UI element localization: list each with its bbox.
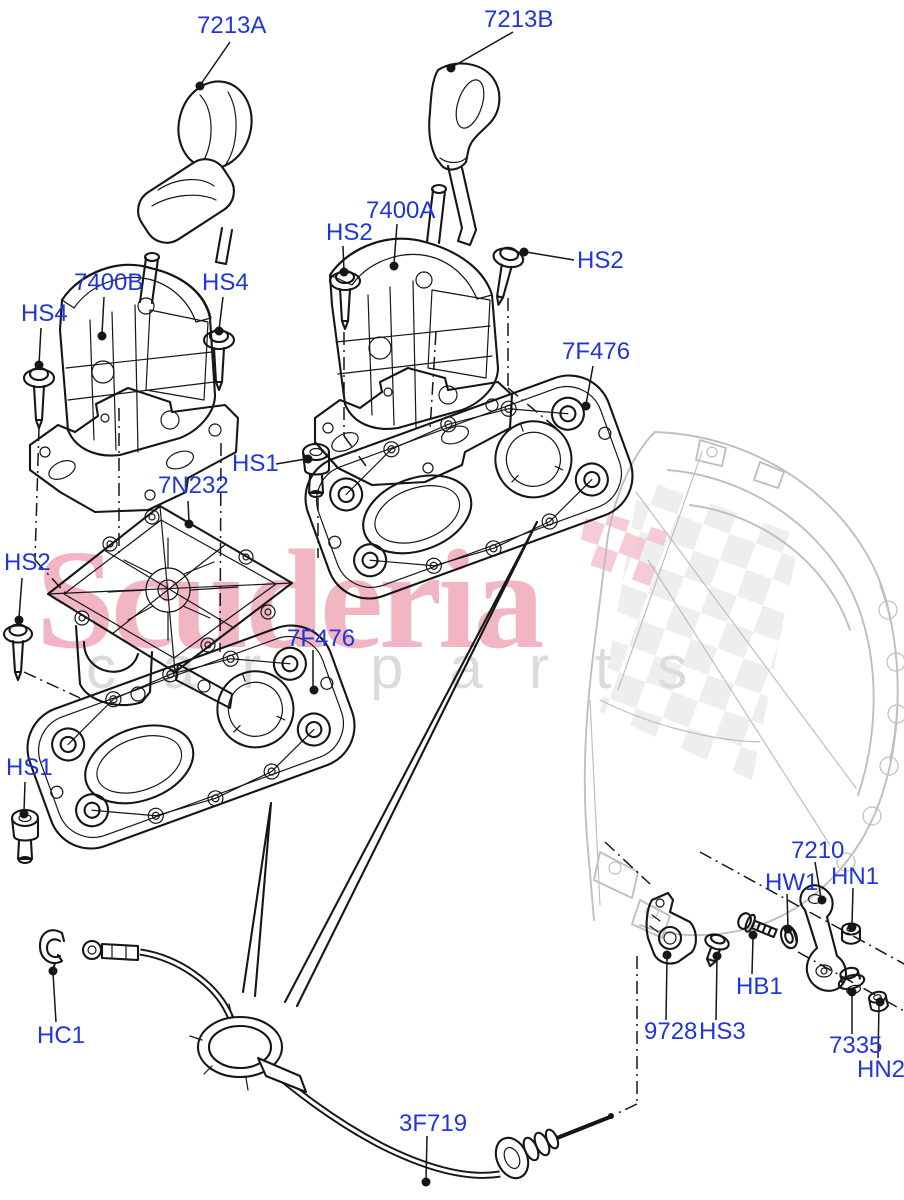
cable-clip-hc1 (38, 929, 66, 972)
part-label-hs4-left: HS4 (21, 300, 68, 327)
screw-hs4-left (22, 366, 56, 430)
part-label-hn1: HN1 (831, 863, 880, 890)
shift-cable-3f719 (81, 939, 614, 1180)
part-label-7213b: 7213B (484, 6, 554, 33)
selector-rods (241, 520, 539, 1008)
part-label-hb1: HB1 (736, 973, 783, 1000)
watermark-main-text: Scuderia (36, 520, 544, 678)
part-label-hc1: HC1 (37, 1022, 86, 1049)
selector-plate-7n232 (46, 504, 294, 710)
part-label-7400b: 7400B (74, 269, 144, 296)
part-label-hs2-left: HS2 (4, 549, 51, 576)
gear-knob (428, 62, 501, 247)
checkered-flag-pink-fragment (576, 508, 668, 586)
part-label-9728: 9728 (644, 1018, 698, 1045)
shifter-assembly-7400a (313, 183, 514, 487)
base-plate-7f476-upper (292, 362, 646, 612)
part-label-hs1-lower: HS1 (6, 754, 53, 781)
part-label-hs1-upper: HS1 (232, 450, 279, 477)
screw-hs2-top-right (492, 246, 525, 306)
part-label-3f719: 3F719 (399, 1110, 468, 1137)
bracket-9728 (645, 891, 697, 965)
part-label-hn2: HN2 (857, 1056, 904, 1083)
leader-lines (14, 31, 885, 1187)
transmission-housing-ghost (576, 431, 904, 939)
part-label-hs2-top-right: HS2 (577, 247, 624, 274)
part-label-hw1: HW1 (765, 869, 819, 896)
part-label-7213a: 7213A (197, 12, 267, 39)
selector-outer-lever-7210 (799, 884, 847, 992)
part-label-7400a: 7400A (366, 197, 436, 224)
part-label-hs2-top-left: HS2 (326, 219, 373, 246)
bolt-hb1 (737, 912, 778, 939)
screw-hs4-top (202, 328, 236, 392)
part-label-hs4-top: HS4 (202, 269, 249, 296)
screw-hs2-left (2, 623, 34, 682)
assembly-axis-lines (23, 298, 904, 1115)
part-label-7f476-lower: 7F476 (287, 625, 356, 652)
part-label-7f476-upper: 7F476 (562, 338, 631, 365)
part-label-7335: 7335 (829, 1032, 883, 1059)
screw-hs3 (704, 933, 730, 968)
shifter-assembly-7400b (28, 251, 240, 514)
part-label-7210: 7210 (791, 837, 845, 864)
gear-knob-leather-boot (137, 80, 253, 266)
part-label-7n232: 7N232 (158, 472, 229, 499)
part-label-hs3: HS3 (699, 1018, 746, 1045)
screw-hs1-upper (301, 442, 331, 499)
bushing-7335 (837, 966, 866, 995)
